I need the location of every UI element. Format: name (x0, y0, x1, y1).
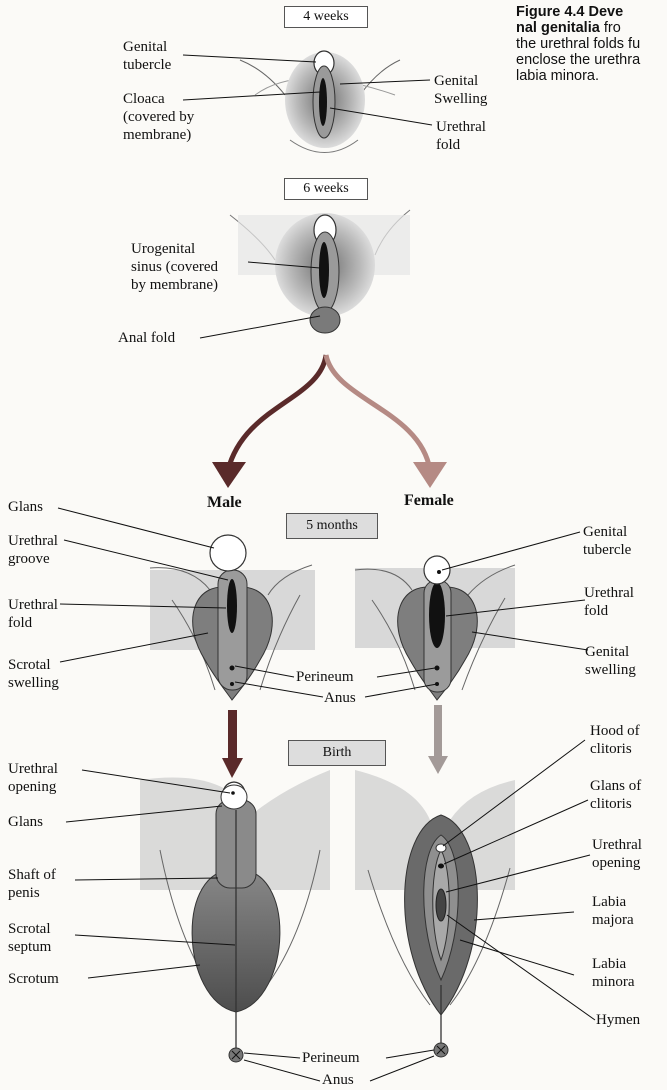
label-anus-birth: Anus (322, 1071, 354, 1089)
branch-arrows (212, 355, 448, 778)
embryo-4-weeks (240, 51, 400, 153)
caption-line2-bold: nal genitalia (516, 20, 600, 36)
label-glans-5m: Glans (8, 498, 43, 516)
label-urethral-opening-female: Urethral opening (592, 836, 642, 872)
label-shaft-of-penis: Shaft of penis (8, 866, 56, 902)
stage-5-months: 5 months (286, 513, 378, 539)
female-birth (355, 770, 515, 1057)
male-heading: Male (207, 494, 242, 512)
label-hymen: Hymen (596, 1011, 640, 1029)
embryo-6-weeks (230, 210, 410, 333)
label-scrotal-septum: Scrotal septum (8, 920, 51, 956)
caption-line1: Figure 4.4 Deve (516, 4, 623, 20)
label-perineum-5m: Perineum (296, 668, 354, 686)
label-labia-minora: Labia minora (592, 955, 635, 991)
caption-line2-rest: fro (600, 20, 621, 36)
label-glans-of-clitoris: Glans of clitoris (590, 777, 641, 813)
label-genital-tubercle-4w: Genital tubercle (123, 38, 171, 74)
label-urethral-fold-male-5m: Urethral fold (8, 596, 58, 632)
caption-line3: the urethral folds fu (516, 36, 640, 52)
figure-caption: Figure 4.4 Deve nal genitalia fro the ur… (516, 4, 667, 84)
stage-birth: Birth (288, 740, 386, 766)
label-urogenital-sinus: Urogenital sinus (covered by membrane) (131, 240, 218, 294)
label-cloaca: Cloaca (covered by membrane) (123, 90, 194, 144)
label-anal-fold: Anal fold (118, 329, 175, 347)
stage-6-weeks: 6 weeks (284, 178, 368, 200)
label-glans-birth: Glans (8, 813, 43, 831)
label-scrotum: Scrotum (8, 970, 59, 988)
label-anus-5m: Anus (324, 689, 356, 707)
label-perineum-birth: Perineum (302, 1049, 360, 1067)
label-hood-of-clitoris: Hood of clitoris (590, 722, 640, 758)
label-genital-swelling-5m: Genital swelling (585, 643, 636, 679)
label-urethral-fold-4w: Urethral fold (436, 118, 486, 154)
label-labia-majora: Labia majora (592, 893, 634, 929)
label-urethral-fold-female-5m: Urethral fold (584, 584, 634, 620)
label-urethral-opening-male: Urethral opening (8, 760, 58, 796)
label-genital-tubercle-5m: Genital tubercle (583, 523, 631, 559)
female-heading: Female (404, 492, 454, 510)
label-urethral-groove: Urethral groove (8, 532, 58, 568)
female-5-months (355, 556, 515, 700)
stage-4-weeks: 4 weeks (284, 6, 368, 28)
male-5-months (150, 535, 315, 700)
label-scrotal-swelling: Scrotal swelling (8, 656, 59, 692)
caption-line5: labia minora. (516, 68, 599, 84)
caption-line4: enclose the urethra (516, 52, 640, 68)
label-genital-swelling-4w: Genital Swelling (434, 72, 487, 108)
male-birth (140, 770, 330, 1062)
